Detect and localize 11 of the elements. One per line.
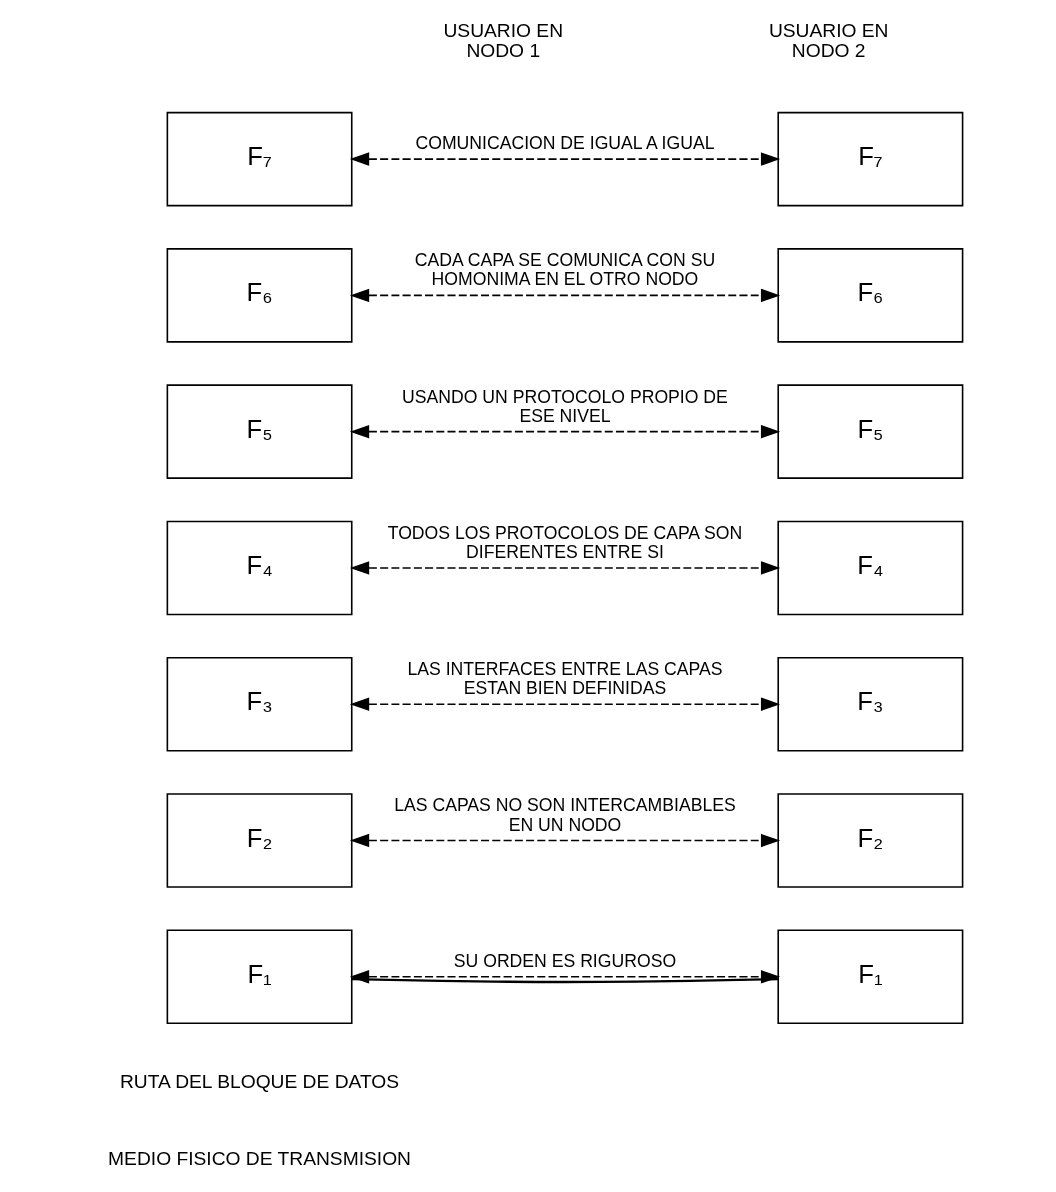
edge-label: USANDO UN PROTOCOLO PROPIO DE ESE NIVEL — [401, 386, 728, 426]
edge-label: LAS CAPAS NO SON INTERCAMBIABLES EN UN NODO — [393, 795, 736, 835]
label: USUARIO EN NODO 2 — [768, 19, 889, 62]
edge-label: SU ORDEN ES RIGUROSO — [453, 950, 676, 971]
edge-label: COMUNICACION DE IGUAL A IGUAL — [414, 133, 714, 154]
edge-label: TODOS LOS PROTOCOLOS DE CAPA SON DIFERENTES ENTRE SI — [387, 522, 742, 562]
label: USUARIO EN NODO 1 — [442, 19, 563, 62]
edge-label: CADA CAPA SE COMUNICA CON SU HOMONIMA EN EL OTRO NODO — [414, 250, 715, 290]
label: MEDIO FISICO DE TRANSMISION — [107, 1148, 411, 1170]
edge-label: LAS INTERFACES ENTRE LAS CAPAS ESTAN BIEN DEFINIDAS — [406, 659, 723, 699]
label: RUTA DEL BLOQUE DE DATOS — [119, 1071, 399, 1093]
